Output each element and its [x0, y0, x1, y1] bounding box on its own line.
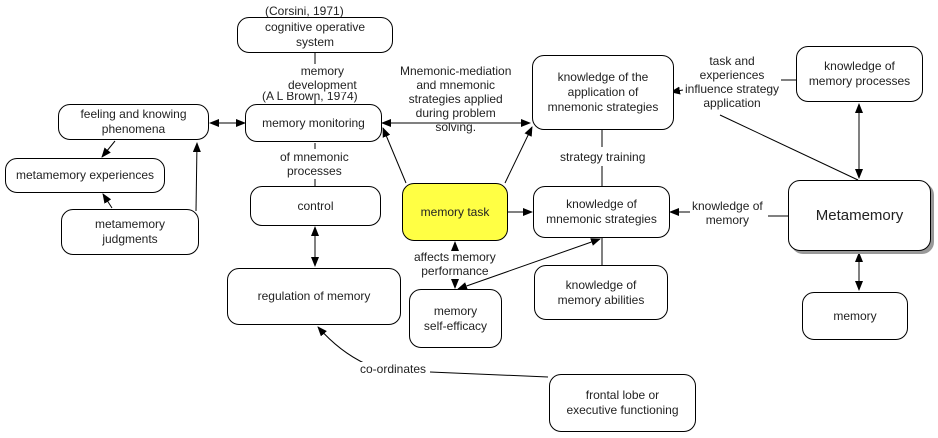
node-label: Metamemory: [815, 207, 904, 224]
node-label: knowledge of the: [557, 70, 649, 84]
edge-frontal-coord: [429, 371, 549, 378]
link-label-line: influence strategy: [685, 82, 780, 96]
link-label-line: experiences: [699, 68, 765, 82]
node-label: system: [295, 35, 334, 49]
link-label-knowledge-of-memory: knowledge of memory: [690, 199, 765, 227]
edge-feeling-experiences: [101, 140, 116, 158]
link-label-line: application: [703, 96, 761, 110]
link-label-line: memory: [300, 64, 345, 78]
annotation-corsini: (Corsini, 1971): [265, 4, 344, 18]
node-label: mnemonic strategies: [546, 212, 657, 226]
link-label-line: of mnemonic: [280, 150, 349, 164]
link-label-line: task and: [709, 54, 755, 68]
node-memory-self-efficacy[interactable]: memory self-efficacy: [409, 289, 502, 348]
node-knowledge-memory-processes[interactable]: knowledge of memory processes: [796, 46, 923, 102]
node-label: memory: [433, 303, 478, 318]
node-control[interactable]: control: [250, 186, 381, 226]
link-label-task-experiences: task and experiences influence strategy …: [683, 54, 782, 110]
node-label: mnemonic strategies: [547, 100, 659, 114]
link-label-line: Mnemonic-mediation: [400, 64, 512, 78]
link-label-co-ordinates: co-ordinates: [358, 362, 429, 376]
node-label: knowledge of: [566, 197, 637, 211]
link-label-line: processes: [287, 164, 342, 178]
edge-judgments-experiences: [102, 193, 113, 209]
link-label-strategy-training: strategy training: [558, 150, 648, 164]
node-label: judgments: [102, 232, 158, 246]
link-label-mnemonic-mediation: Mnemonic-mediation and mnemonic strategi…: [398, 64, 513, 134]
node-knowledge-mnemonic-strategies[interactable]: knowledge of mnemonic strategies: [533, 186, 670, 238]
node-frontal-lobe[interactable]: frontal lobe or executive functioning: [549, 374, 696, 432]
link-label-line: strategy training: [560, 150, 646, 164]
node-metamemory-judgments[interactable]: metamemory judgments: [61, 209, 199, 255]
link-label-line: development: [288, 78, 357, 92]
link-label-line: performance: [421, 264, 489, 278]
link-label-line: memory: [705, 213, 750, 227]
node-label: knowledge of: [565, 277, 637, 292]
edge-coord-regulation: [317, 326, 367, 365]
link-label-memory-development: memory development: [286, 64, 359, 92]
edge-metamemory-application: [719, 114, 859, 181]
node-feeling-knowing[interactable]: feeling and knowing phenomena: [58, 104, 209, 140]
link-label-line: knowledge of: [692, 199, 763, 213]
edge-task-application: [504, 126, 533, 184]
node-label: metamemory experiences: [15, 168, 155, 182]
edge-task-monitoring: [382, 127, 407, 184]
node-label: executive functioning: [566, 403, 679, 417]
node-knowledge-application[interactable]: knowledge of the application of mnemonic…: [532, 55, 674, 130]
node-label: memory task: [420, 204, 490, 219]
edge-efficacy-mnemonic: [457, 238, 601, 290]
node-label: phenomena: [101, 122, 166, 136]
link-label-of-mnemonic-processes: of mnemonic processes: [278, 150, 351, 178]
node-memory-task[interactable]: memory task: [402, 183, 508, 241]
link-label-line: and mnemonic: [416, 78, 496, 92]
node-label: application of: [567, 85, 639, 99]
edge-judgments-feeling: [192, 142, 201, 212]
node-memory-monitoring[interactable]: memory monitoring: [245, 104, 382, 142]
link-label-line: solving.: [435, 120, 477, 134]
node-label: knowledge of: [824, 59, 895, 73]
link-label-affects-memory-performance: affects memory performance: [412, 250, 498, 278]
node-label: control: [297, 198, 334, 213]
node-label: feeling and knowing: [80, 107, 187, 121]
node-memory[interactable]: memory: [802, 292, 908, 340]
annotation-brown: (A L Brown, 1974): [262, 89, 358, 103]
node-metamemory-experiences[interactable]: metamemory experiences: [5, 158, 165, 193]
node-label: memory processes: [808, 74, 911, 88]
node-label: metamemory: [94, 217, 165, 231]
node-metamemory[interactable]: Metamemory: [788, 180, 931, 251]
link-label-line: co-ordinates: [360, 362, 427, 376]
node-label: frontal lobe or: [585, 388, 660, 402]
node-label: memory: [833, 308, 877, 323]
node-label: cognitive operative: [264, 20, 366, 34]
node-label: self-efficacy: [423, 318, 488, 333]
link-label-line: affects memory: [414, 250, 496, 264]
node-cognitive-operative-system[interactable]: cognitive operative system: [237, 17, 393, 53]
node-regulation-of-memory[interactable]: regulation of memory: [227, 268, 401, 325]
node-label: memory monitoring: [262, 115, 365, 130]
node-knowledge-memory-abilities[interactable]: knowledge of memory abilities: [534, 265, 668, 320]
node-label: regulation of memory: [257, 289, 371, 303]
node-label: memory abilities: [557, 292, 645, 307]
link-label-line: during problem: [415, 106, 496, 120]
link-label-line: strategies applied: [408, 92, 503, 106]
